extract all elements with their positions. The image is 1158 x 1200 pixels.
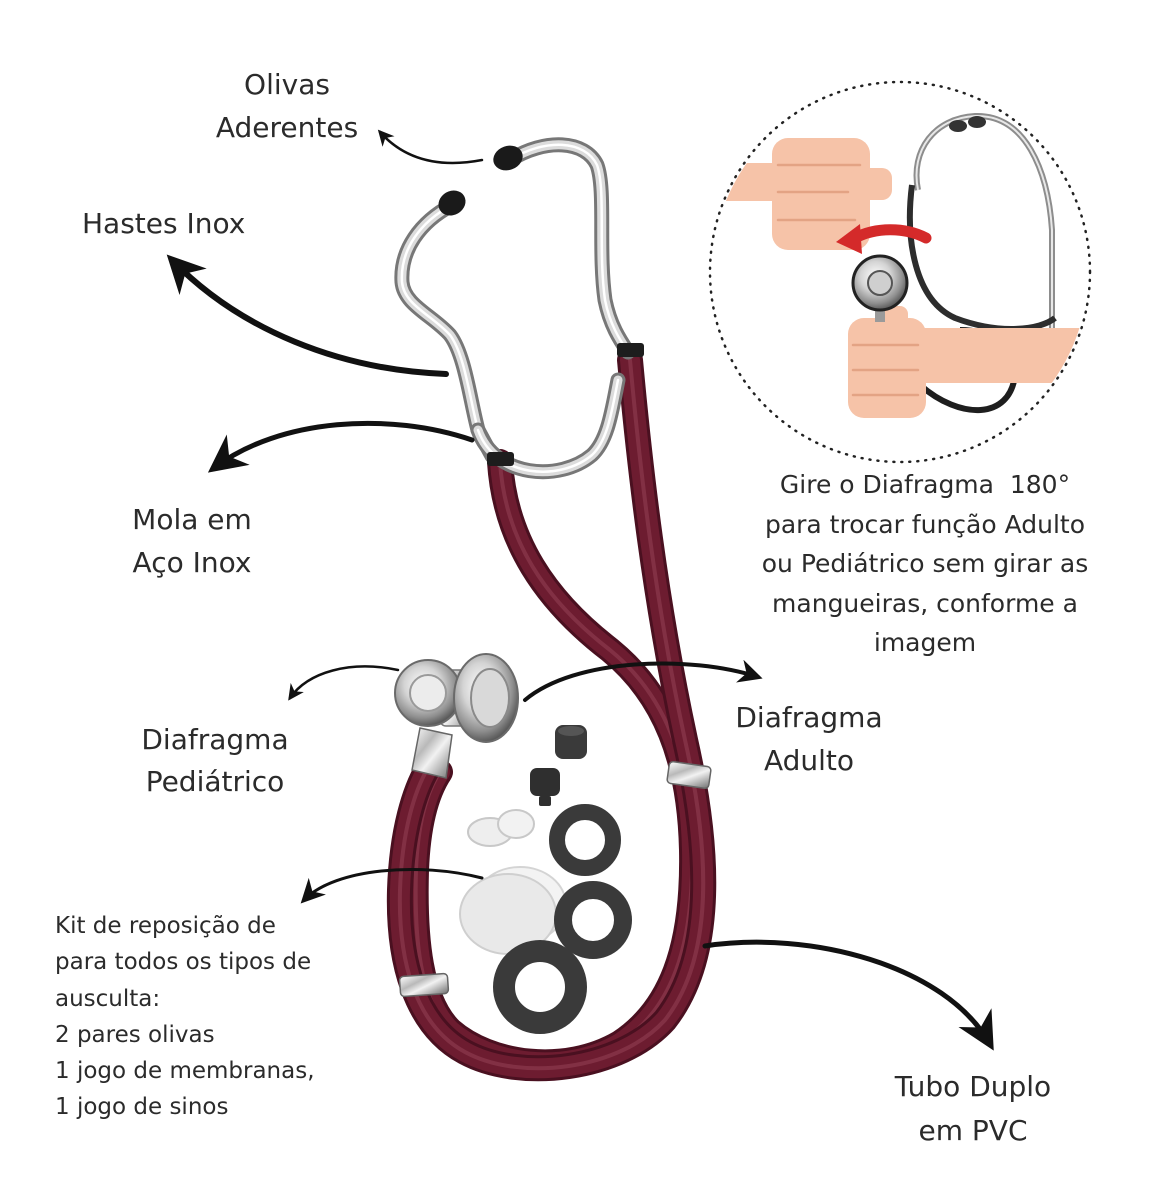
connector-right bbox=[617, 343, 644, 357]
bottom-thumb bbox=[878, 306, 908, 328]
top-finger-lines bbox=[776, 163, 862, 222]
rotation-demo-inset bbox=[712, 112, 1088, 418]
binaural-right-shine bbox=[508, 143, 630, 354]
eartip-right bbox=[493, 145, 523, 171]
spare-ring-1 bbox=[549, 804, 621, 876]
rotation-arrow-icon bbox=[836, 224, 932, 254]
hand-icon bbox=[712, 138, 892, 250]
pediatric-diaphragm-label-line2: Pediátrico bbox=[145, 765, 285, 798]
tubing-label-line2: em PVC bbox=[918, 1114, 1028, 1147]
spare-bell-cap-1-top bbox=[558, 726, 584, 736]
rotation-note-line: mangueiras, conforme a bbox=[772, 588, 1078, 618]
replacement-kit-line: 1 jogo de membranas, bbox=[55, 1058, 315, 1085]
chestpiece-stem bbox=[411, 727, 453, 779]
replacement-kit-note: Kit de reposição de para todos os tipos … bbox=[55, 908, 315, 1126]
replacement-kit-line: ausculta: bbox=[55, 985, 161, 1012]
connector-left bbox=[487, 452, 514, 466]
bottom-forearm bbox=[905, 328, 1088, 383]
curved-arrow-icon bbox=[523, 659, 763, 702]
tube-clip-ring-lower bbox=[398, 972, 450, 998]
curved-arrow-icon bbox=[166, 254, 449, 377]
curved-arrow-icon bbox=[207, 420, 475, 473]
tubing-label-line1: Tubo Duplo bbox=[894, 1070, 1052, 1103]
binaurals-label-line1: Hastes Inox bbox=[82, 207, 246, 240]
bottom-fist bbox=[848, 318, 926, 418]
earpieces-label-line1: Olivas bbox=[244, 68, 330, 101]
adult-diaphragm-center bbox=[470, 668, 510, 728]
hand-icon bbox=[848, 306, 1088, 418]
spring-label-line2: Aço Inox bbox=[132, 546, 252, 579]
spare-clear-eartip-2 bbox=[497, 809, 535, 839]
eartip-left bbox=[438, 190, 466, 216]
rotation-note-line: para trocar função Adulto bbox=[764, 509, 1086, 539]
pediatric-bell-center bbox=[409, 674, 447, 712]
spare-ring-2 bbox=[554, 881, 632, 959]
binaurals-label: Hastes Inox bbox=[82, 202, 245, 245]
rotation-note-line: Gire o Diafragma 180° bbox=[779, 470, 1071, 499]
double-tubing bbox=[386, 347, 717, 1082]
bottom-finger-lines bbox=[851, 343, 920, 397]
tubing-label: Tubo Duplo em PVC bbox=[863, 1065, 1083, 1153]
chestpiece bbox=[394, 653, 519, 779]
curved-arrow-icon bbox=[377, 129, 484, 165]
rotation-note-line: imagem bbox=[873, 628, 977, 657]
adult-diaphragm-label-line2: Adulto bbox=[763, 744, 855, 777]
adult-diaphragm-label-line1: Diafragma bbox=[735, 701, 883, 734]
binaurals bbox=[394, 137, 644, 480]
adult-diaphragm-label: Diafragma Adulto bbox=[699, 696, 919, 782]
spring-label: Mola em Aço Inox bbox=[82, 498, 302, 584]
pediatric-diaphragm-label-line1: Diafragma bbox=[141, 723, 289, 756]
replacement-kit-line: Kit de reposição de bbox=[55, 913, 276, 939]
callout-arrows bbox=[166, 129, 994, 1051]
mini-tube bbox=[907, 184, 1057, 332]
mini-binaural-outer bbox=[913, 112, 1055, 330]
spare-bell-cap-2-stub bbox=[539, 796, 551, 806]
rotation-note: Gire o Diafragma 180° para trocar função… bbox=[735, 465, 1115, 663]
binaural-left-shine bbox=[400, 203, 494, 458]
mini-eartip-right bbox=[968, 116, 986, 128]
rotation-arrow-head bbox=[836, 224, 862, 254]
replacement-kit-line: para todos os tipos de bbox=[55, 949, 312, 976]
dotted-inset-circle bbox=[708, 80, 1092, 464]
rotation-arrow-shaft bbox=[849, 224, 932, 244]
mini-chestpiece-center bbox=[867, 270, 893, 296]
mini-binaural-shine bbox=[915, 114, 1053, 330]
mini-eartip-left bbox=[949, 120, 967, 132]
spare-bell-cap-2 bbox=[530, 768, 560, 796]
spare-ring-3 bbox=[493, 940, 587, 1034]
tube-right-shine bbox=[397, 358, 706, 1071]
rotation-note-line: ou Pediátrico sem girar as bbox=[761, 549, 1089, 578]
top-pointing-finger bbox=[850, 168, 892, 200]
replacement-kit-line: 2 pares olivas bbox=[55, 1021, 215, 1048]
curved-arrow-icon bbox=[300, 867, 484, 904]
curved-arrow-icon bbox=[288, 665, 400, 701]
tube-clip-ring-upper bbox=[666, 760, 712, 790]
curved-arrow-icon bbox=[702, 939, 994, 1051]
replacement-kit-line: 1 jogo de sinos bbox=[55, 1094, 229, 1121]
earpieces-label: Olivas Aderentes bbox=[177, 63, 397, 149]
earpieces-label-line2: Aderentes bbox=[215, 111, 359, 144]
pediatric-diaphragm-label: Diafragma Pediátrico bbox=[105, 719, 325, 803]
spring-label-line1: Mola em bbox=[132, 503, 252, 536]
replacement-parts bbox=[459, 725, 632, 1034]
